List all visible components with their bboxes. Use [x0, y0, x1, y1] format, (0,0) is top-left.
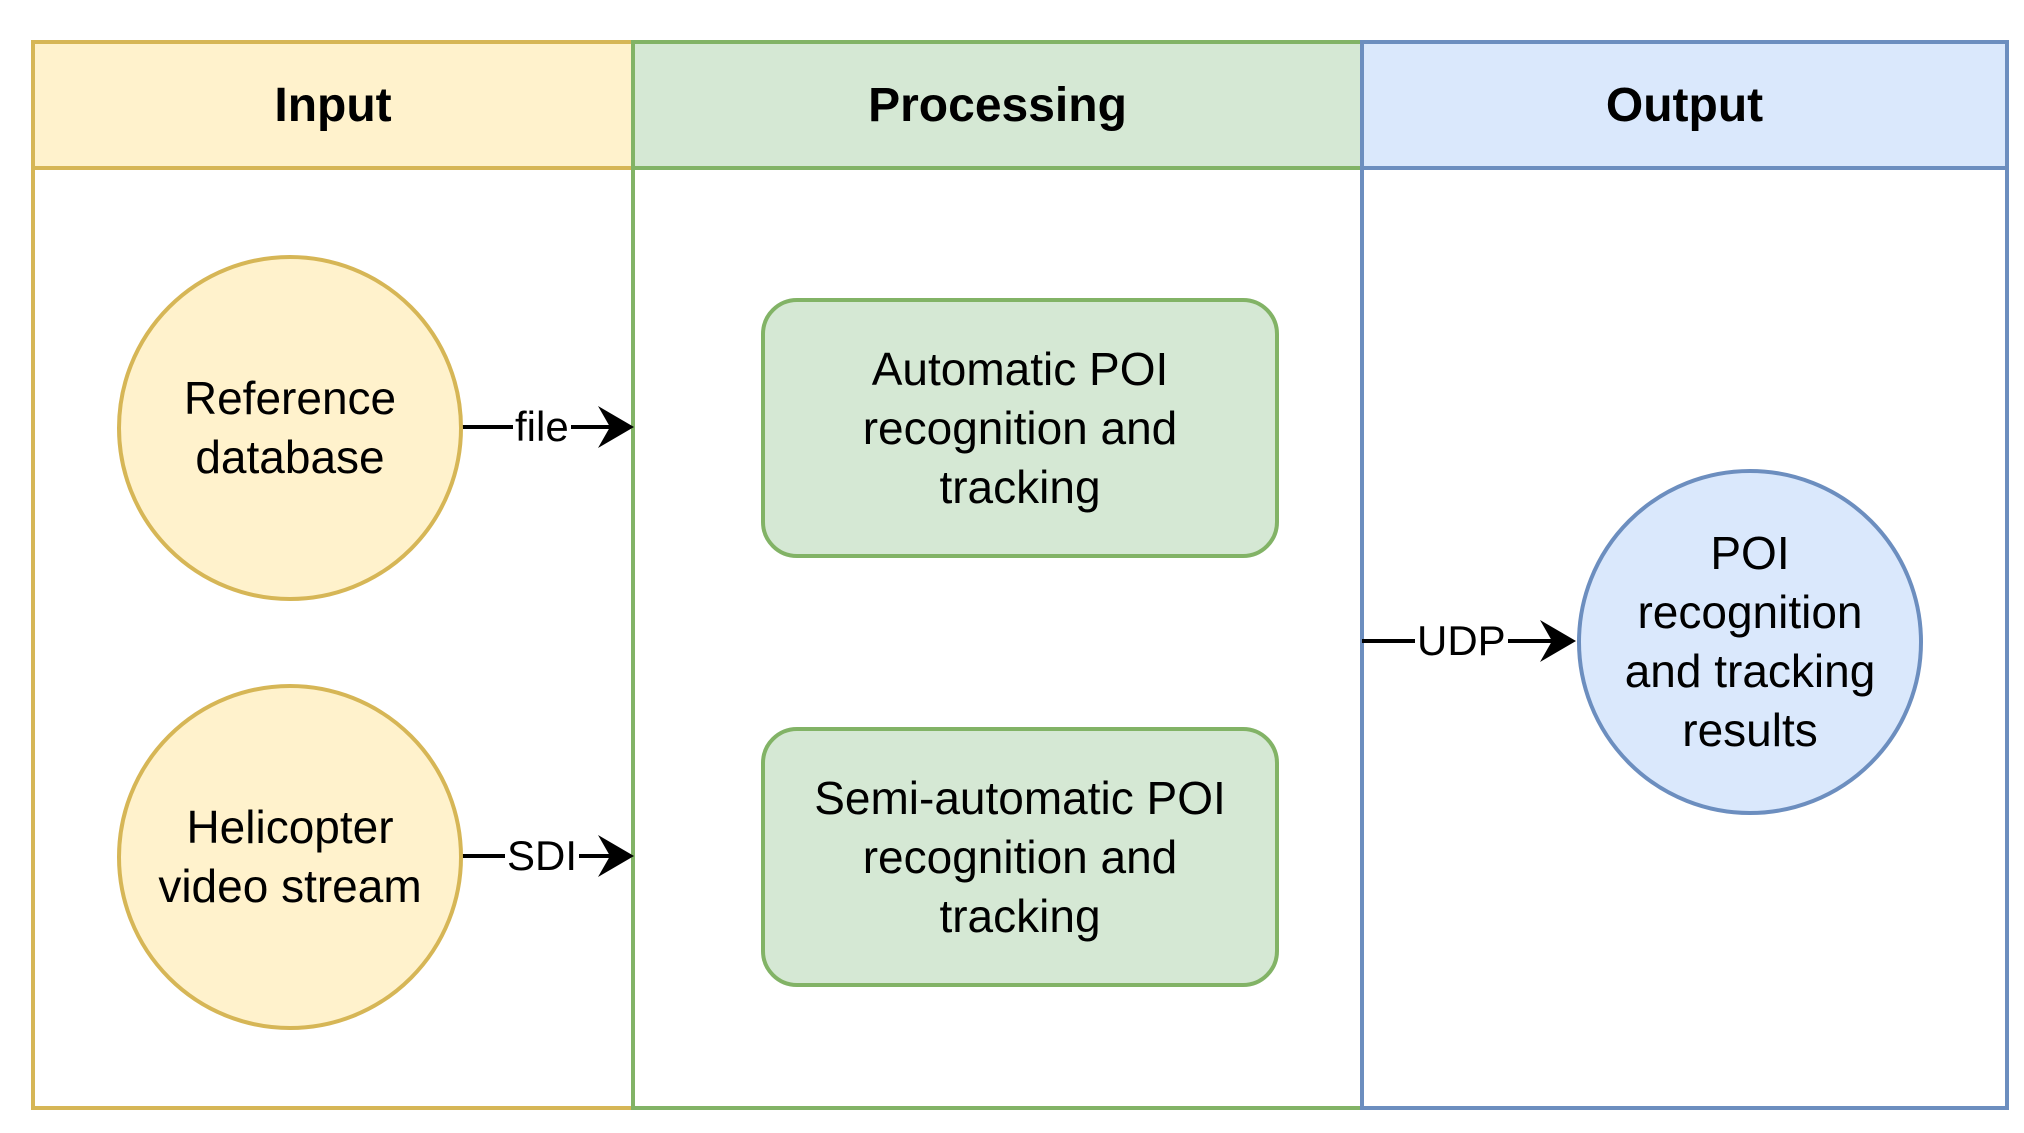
semi-automatic-poi-label: Semi-automatic POI recognition and track… [814, 771, 1226, 942]
lane-output-title: Output [1605, 78, 1764, 132]
lane-processing-header: Processing [635, 44, 1360, 170]
edge-file-arrowhead [598, 406, 634, 448]
lane-output-header: Output [1364, 44, 2005, 170]
edge-sdi-arrowhead [598, 835, 634, 877]
lane-input: Input [31, 40, 635, 1110]
lane-processing-title: Processing [868, 78, 1127, 132]
helicopter-video-stream-node: Helicopter video stream [117, 684, 463, 1030]
lane-output: Output [1360, 40, 2009, 1110]
lane-input-header: Input [35, 44, 631, 170]
reference-database-label: Reference database [183, 372, 397, 483]
poi-results-node: POI recognition and tracking results [1577, 469, 1923, 815]
poi-results-label: POI recognition and tracking results [1624, 527, 1876, 756]
helicopter-video-stream-label: Helicopter video stream [158, 801, 422, 912]
lane-processing: Processing [631, 40, 1364, 1110]
automatic-poi-label: Automatic POI recognition and tracking [862, 342, 1178, 513]
edge-sdi-label: SDI [505, 832, 580, 879]
semi-automatic-poi-node: Semi-automatic POI recognition and track… [761, 727, 1279, 987]
edge-udp-label: UDP [1415, 617, 1508, 664]
automatic-poi-node: Automatic POI recognition and tracking [761, 298, 1279, 558]
edge-udp-arrowhead [1540, 620, 1576, 662]
lane-input-title: Input [274, 78, 392, 132]
reference-database-node: Reference database [117, 255, 463, 601]
edge-file-label: file [513, 403, 571, 450]
